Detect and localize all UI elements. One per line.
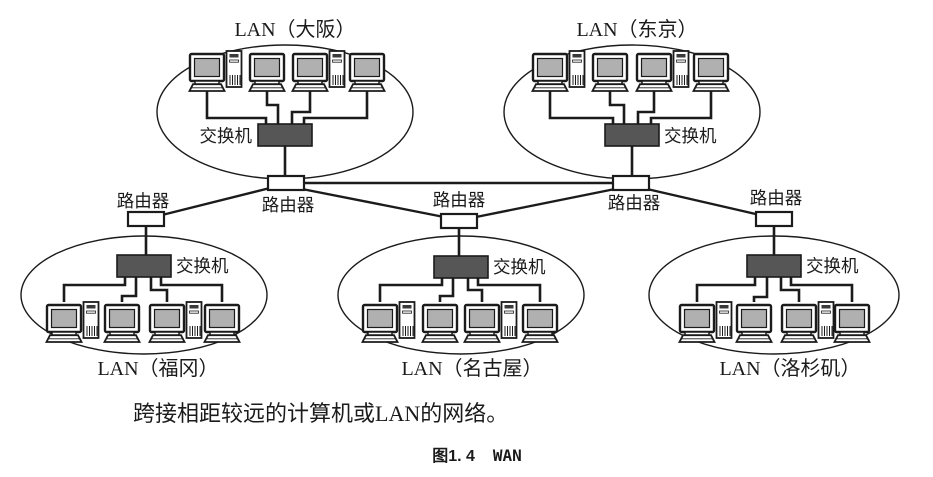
computer-icon <box>680 302 732 342</box>
switch-label-tokyo: 交换机 <box>664 126 717 146</box>
router-box-center <box>439 212 479 230</box>
caption-description: 跨接相距较远的计算机或LAN的网络。 <box>133 401 508 426</box>
lan-label-nagoya: LAN（名古屋） <box>401 357 542 380</box>
lan-boundary-fukuoka <box>20 235 268 355</box>
computer-icon <box>533 51 585 91</box>
computer-icon <box>248 52 286 93</box>
computer-icon <box>591 52 629 93</box>
lan-wiring-fukuoka <box>62 226 224 302</box>
lan-wiring-nagoya <box>378 228 542 302</box>
switch-box-nagoya <box>433 255 489 279</box>
switch-label-osaka: 交换机 <box>200 126 253 146</box>
lan-wiring-los-angeles <box>695 226 854 302</box>
computer-icon <box>348 52 386 93</box>
switch-label-nagoya: 交换机 <box>493 257 546 277</box>
figure-number: 图1. 4 <box>432 447 475 465</box>
computer-icon <box>47 302 99 342</box>
router-label-center: 路由器 <box>433 190 486 210</box>
computer-icon <box>782 302 834 342</box>
lan-label-los-angeles: LAN（洛杉矶） <box>719 357 860 380</box>
computer-icon <box>203 303 241 344</box>
computer-icon <box>190 51 242 91</box>
computer-icon <box>637 51 689 91</box>
computer-icon <box>293 51 345 91</box>
router-box-left <box>126 210 166 228</box>
computer-icon <box>363 302 415 342</box>
router-label-left: 路由器 <box>117 191 170 211</box>
lan-label-fukuoka: LAN（福冈） <box>97 357 218 380</box>
lan-label-tokyo: LAN（东京） <box>576 18 697 41</box>
router-box-tokyo <box>611 174 651 192</box>
router-label-right: 路由器 <box>750 188 803 208</box>
switch-box-fukuoka <box>116 254 172 278</box>
router-backbone-links <box>161 181 761 219</box>
lan-wiring-tokyo <box>548 91 713 176</box>
switch-label-los-angeles: 交换机 <box>806 256 859 276</box>
lan-wiring-osaka <box>205 91 369 176</box>
computer-icon <box>521 303 559 344</box>
lan-boundary-nagoya <box>337 235 585 355</box>
router-label-osaka: 路由器 <box>262 195 315 215</box>
figure-label: 图1. 4 WAN <box>432 446 522 465</box>
computer-icon <box>150 302 202 342</box>
computer-icon <box>465 302 517 342</box>
lan-label-osaka: LAN（大阪） <box>234 18 355 41</box>
computer-icon <box>421 303 459 344</box>
computer-icon <box>735 303 773 344</box>
switch-box-tokyo <box>604 123 660 147</box>
switch-box-los-angeles <box>746 254 802 278</box>
router-label-tokyo: 路由器 <box>608 193 661 213</box>
switch-box-osaka <box>257 123 313 147</box>
switch-label-fukuoka: 交换机 <box>176 256 229 276</box>
router-box-osaka <box>266 174 306 192</box>
figure-title: WAN <box>493 446 522 465</box>
computer-icon <box>833 303 871 344</box>
computer-icon <box>103 303 141 344</box>
router-box-right <box>754 210 794 228</box>
computer-icon <box>692 52 730 93</box>
